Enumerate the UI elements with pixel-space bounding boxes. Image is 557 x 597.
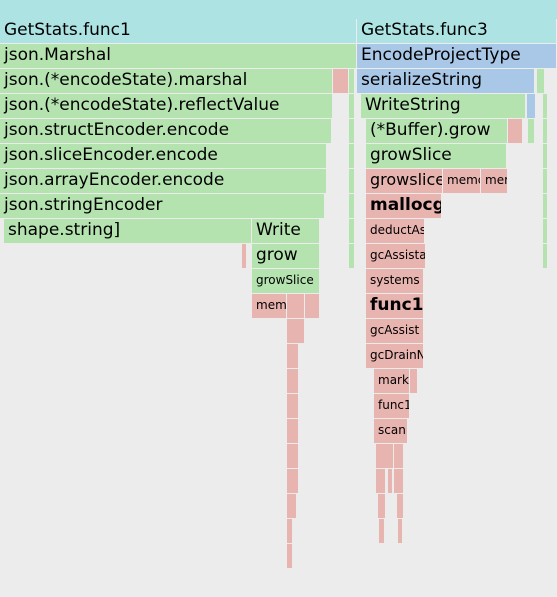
frame-go-i[interactable] — [543, 144, 548, 169]
frame-growslice[interactable]: growslice — [366, 169, 443, 194]
frame-runtime-s[interactable] — [287, 494, 297, 519]
frame-gc-drain-n[interactable]: gcDrainN — [366, 344, 424, 369]
frame-runtime-u[interactable] — [397, 494, 404, 519]
frame-encode-state-reflect-value[interactable]: json.(*encodeState).reflectValue — [0, 94, 333, 119]
frame-runtime-w[interactable] — [379, 519, 385, 544]
frame-write-left[interactable]: Write — [252, 219, 320, 244]
frame-grow-slice-right[interactable]: growSlice — [366, 144, 507, 169]
frame-runtime-t[interactable] — [378, 494, 386, 519]
frame-shape-string[interactable]: shape.string] — [4, 219, 252, 244]
frame-buffer-grow[interactable]: (*Buffer).grow — [366, 119, 508, 144]
frame-go-e[interactable] — [349, 119, 355, 144]
frame-slice-encoder-encode[interactable]: json.sliceEncoder.encode — [0, 144, 327, 169]
frame-deduct-as[interactable]: deductAs — [366, 219, 425, 244]
frame-runtime-d[interactable] — [287, 294, 305, 319]
frame-encode-state-marshal[interactable]: json.(*encodeState).marshal — [0, 69, 333, 94]
frame-go-p[interactable] — [349, 244, 355, 269]
frame-json-marshal[interactable]: json.Marshal — [0, 44, 357, 69]
frame-struct-encoder-encode[interactable]: json.structEncoder.encode — [0, 119, 332, 144]
frame-runtime-n[interactable] — [394, 444, 404, 469]
frame-runtime-g[interactable] — [287, 344, 299, 369]
frame-runtime-j[interactable] — [287, 394, 299, 419]
frame-mer[interactable]: mer — [481, 169, 508, 194]
frame-go-h[interactable] — [349, 144, 355, 169]
frame-go-k[interactable] — [543, 169, 548, 194]
frame-mallocgc[interactable]: mallocgc — [366, 194, 442, 219]
frame-runtime-c[interactable] — [242, 244, 247, 269]
frame-runtime-o[interactable] — [287, 469, 299, 494]
frame-func1-bold[interactable]: func1 — [366, 294, 424, 319]
frame-go-l[interactable] — [349, 194, 355, 219]
frame-gc-assist-b[interactable]: gcAssist — [366, 319, 424, 344]
frame-runtime-b[interactable] — [508, 119, 523, 144]
frame-marki[interactable]: marki — [374, 369, 410, 394]
frame-go-n[interactable] — [349, 219, 355, 244]
frame-runtime-v[interactable] — [287, 519, 293, 544]
frame-encode-project-type[interactable]: EncodeProjectType — [357, 44, 557, 69]
frame-runtime-r[interactable] — [394, 469, 404, 494]
frame-go-f[interactable] — [528, 119, 535, 144]
frame-go-c[interactable] — [349, 94, 355, 119]
frame-go-a[interactable] — [349, 69, 355, 94]
frame-runtime-q[interactable] — [388, 469, 393, 494]
frame-array-encoder-encode[interactable]: json.arrayEncoder.encode — [0, 169, 327, 194]
frame-systems[interactable]: systems — [366, 269, 424, 294]
frame-write-string[interactable]: WriteString — [361, 94, 526, 119]
frame-string-encoder[interactable]: json.stringEncoder — [0, 194, 325, 219]
frame-project-a[interactable] — [527, 94, 536, 119]
frame-gc-assist-a[interactable]: gcAssista — [366, 244, 426, 269]
frame-runtime-l[interactable] — [287, 444, 299, 469]
frame-scan[interactable]: scan — [374, 419, 408, 444]
frame-go-j[interactable] — [349, 169, 355, 194]
frame-runtime-a[interactable] — [333, 69, 349, 94]
frame-grow-left[interactable]: grow — [252, 244, 320, 269]
frame-go-q[interactable] — [543, 244, 548, 269]
frame-mem-left[interactable]: mem — [252, 294, 287, 319]
frame-go-m[interactable] — [543, 194, 548, 219]
frame-runtime-y[interactable] — [287, 544, 293, 569]
frame-runtime-h[interactable] — [287, 369, 299, 394]
frame-serialize-string[interactable]: serializeString — [357, 69, 535, 94]
frame-runtime-x[interactable] — [398, 519, 403, 544]
frame-runtime-i[interactable] — [410, 369, 418, 394]
frame-runtime-p[interactable] — [376, 469, 386, 494]
frame-go-d[interactable] — [543, 94, 548, 119]
frame-func1-small[interactable]: func1 — [374, 394, 410, 419]
frame-go-g[interactable] — [543, 119, 548, 144]
frame-runtime-e[interactable] — [305, 294, 320, 319]
frame-grow-slice-left[interactable]: growSlice — [252, 269, 320, 294]
frame-memc[interactable]: memc — [443, 169, 481, 194]
frame-runtime-f[interactable] — [287, 319, 305, 344]
frame-go-b[interactable] — [537, 69, 545, 94]
frame-getstats-func1[interactable]: GetStats.func1 — [0, 19, 357, 44]
frame-runtime-m[interactable] — [376, 444, 394, 469]
frame-getstats-func3[interactable]: GetStats.func3 — [357, 19, 557, 44]
frame-runtime-k[interactable] — [287, 419, 299, 444]
frame-go-o[interactable] — [543, 219, 548, 244]
